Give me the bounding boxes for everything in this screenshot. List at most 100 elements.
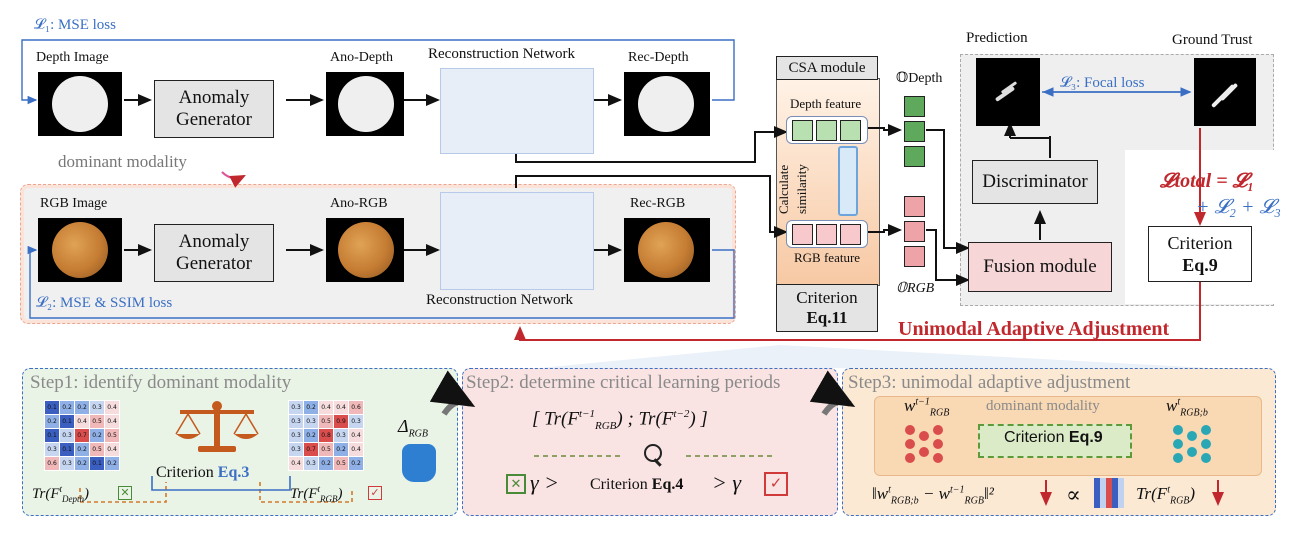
heatmap-cell: 0.1: [44, 428, 60, 443]
recon-network-label-depth: Reconstruction Network: [428, 46, 576, 62]
heatmap-cell: 0.2: [104, 456, 120, 471]
heatmap-cell: 0.3: [348, 414, 364, 429]
heatmap-cell: 0.3: [288, 428, 304, 443]
rec-depth-image: [624, 72, 710, 136]
balance-scale-icon: [175, 401, 259, 452]
heatmap-cell: 0.5: [89, 442, 105, 457]
o-rgb-cell: [904, 196, 925, 217]
heatmap-cell: 0.7: [74, 428, 90, 443]
rec-rgb-image: [624, 218, 710, 282]
heatmap-cell: 0.3: [303, 414, 319, 429]
heatmap-cell: 0.1: [44, 400, 60, 415]
o-rgb-cell: [904, 246, 925, 267]
step3-tr-label: Tr(FtRGB): [1136, 484, 1196, 507]
step2-title: Step2: determine critical learning perio…: [466, 372, 781, 393]
heatmap-cell: 0.5: [104, 428, 120, 443]
heatmap-cell: 0.3: [59, 456, 75, 471]
heatmap-cell: 0.1: [89, 456, 105, 471]
heatmap-cell: 0.3: [303, 456, 319, 471]
depth-feature-label: Depth feature: [790, 96, 862, 111]
o-rgb-label: 𝕆RGB: [896, 281, 935, 296]
ano-rgb-label: Ano-RGB: [330, 196, 388, 211]
heatmap-cell: 0.6: [348, 400, 364, 415]
heatmap-cell: 0.3: [288, 442, 304, 457]
discriminator-box: Discriminator: [972, 160, 1098, 204]
heatmap-cell: 0.2: [89, 428, 105, 443]
heatmap-cell: 0.6: [44, 456, 60, 471]
heatmap-cell: 0.8: [318, 428, 334, 443]
fusion-module-box: Fusion module: [968, 242, 1112, 292]
heatmap-cell: 0.2: [74, 456, 90, 471]
heatmap-cell: 0.3: [89, 400, 105, 415]
depth-feature-cell: [792, 120, 813, 141]
heatmap-cell: 0.2: [303, 428, 319, 443]
tr-depth-label: Tr(FtDepth): [32, 484, 90, 504]
heatmap-cell: 0.2: [303, 400, 319, 415]
o-depth-cell: [904, 146, 925, 167]
network-left-icon: [905, 425, 943, 463]
w-left-label: wt−1RGB: [904, 396, 950, 419]
csa-title: CSA module: [776, 56, 878, 80]
o-depth-cell: [904, 96, 925, 117]
heatmap-cell: 0.3: [288, 414, 304, 429]
total-loss-line1: 𝓛total = 𝓛₁: [1160, 170, 1255, 192]
ano-depth-label: Ano-Depth: [330, 50, 393, 65]
loss3-label: 𝓛₃: Focal loss: [1060, 75, 1145, 91]
heatmap-cell: 0.7: [303, 442, 319, 457]
unimodal-adjustment-label: Unimodal Adaptive Adjustment: [898, 318, 1170, 340]
recon-network-label-rgb: Reconstruction Network: [426, 292, 574, 308]
heatmap-cell: 0.2: [348, 456, 364, 471]
heatmap-cell: 0.4: [348, 428, 364, 443]
step3-arrow-box: [978, 424, 1132, 458]
heatmap-cell: 0.2: [59, 400, 75, 415]
heatmap-cell: 0.4: [348, 442, 364, 457]
heatmap-cell: 0.3: [333, 428, 349, 443]
ano-rgb-image: [326, 218, 404, 282]
delta-rgb: ΔRGB: [398, 416, 429, 440]
heatmap-cell: 0.4: [104, 442, 120, 457]
prediction-image: [976, 58, 1040, 126]
recon-network-rgb: [440, 192, 594, 290]
heatmap-mini-icon: [1094, 478, 1124, 508]
loss2-label: 𝓛₂: MSE & SSIM loss: [36, 295, 173, 311]
step3-title: Step3: unimodal adaptive adjustment: [848, 372, 1131, 393]
heatmap-cell: 0.4: [318, 400, 334, 415]
heatmap-cell: 0.3: [44, 442, 60, 457]
step1-criterion: Criterion Eq.3: [156, 464, 250, 481]
prediction-label: Prediction: [966, 30, 1028, 46]
loss1-label: 𝓛₁: MSE loss: [34, 17, 116, 33]
rec-depth-label: Rec-Depth: [628, 50, 689, 65]
heatmap-cell: 0.2: [44, 414, 60, 429]
heatmap-cell: 0.2: [333, 442, 349, 457]
rgb-feature-label: RGB feature: [794, 250, 861, 265]
network-right-icon: [1173, 425, 1211, 463]
rgb-image-label: RGB Image: [40, 196, 108, 211]
heatmap-cell: 0.1: [59, 414, 75, 429]
heatmap-cell: 0.3: [59, 428, 75, 443]
o-depth-cell: [904, 121, 925, 142]
gamma-left: γ >: [530, 470, 560, 495]
accept-check-icon: ✓: [764, 472, 788, 496]
heatmap-cell: 0.2: [318, 456, 334, 471]
step3-criterion: Criterion Eq.9: [1004, 429, 1103, 446]
heatmap-cell: 0.3: [288, 400, 304, 415]
reject-x-icon: ✕: [506, 474, 526, 494]
step2-criterion: Criterion Eq.4: [590, 476, 684, 493]
heatmap-cell: 0.4: [288, 456, 304, 471]
ground-truth-image: [1194, 58, 1256, 126]
rgb-feature-cell: [816, 224, 837, 245]
calc-sim-line1: Calculate: [776, 164, 791, 214]
heatmap-cell: 0.4: [333, 400, 349, 415]
similarity-arrow: [838, 146, 858, 216]
rgb-feature-cell: [840, 224, 861, 245]
search-icon: [642, 444, 664, 467]
w-right-label: wtRGB;b: [1166, 396, 1208, 419]
step3-dominant-modality: dominant modality: [986, 398, 1100, 414]
recon-network-depth: [440, 68, 594, 154]
